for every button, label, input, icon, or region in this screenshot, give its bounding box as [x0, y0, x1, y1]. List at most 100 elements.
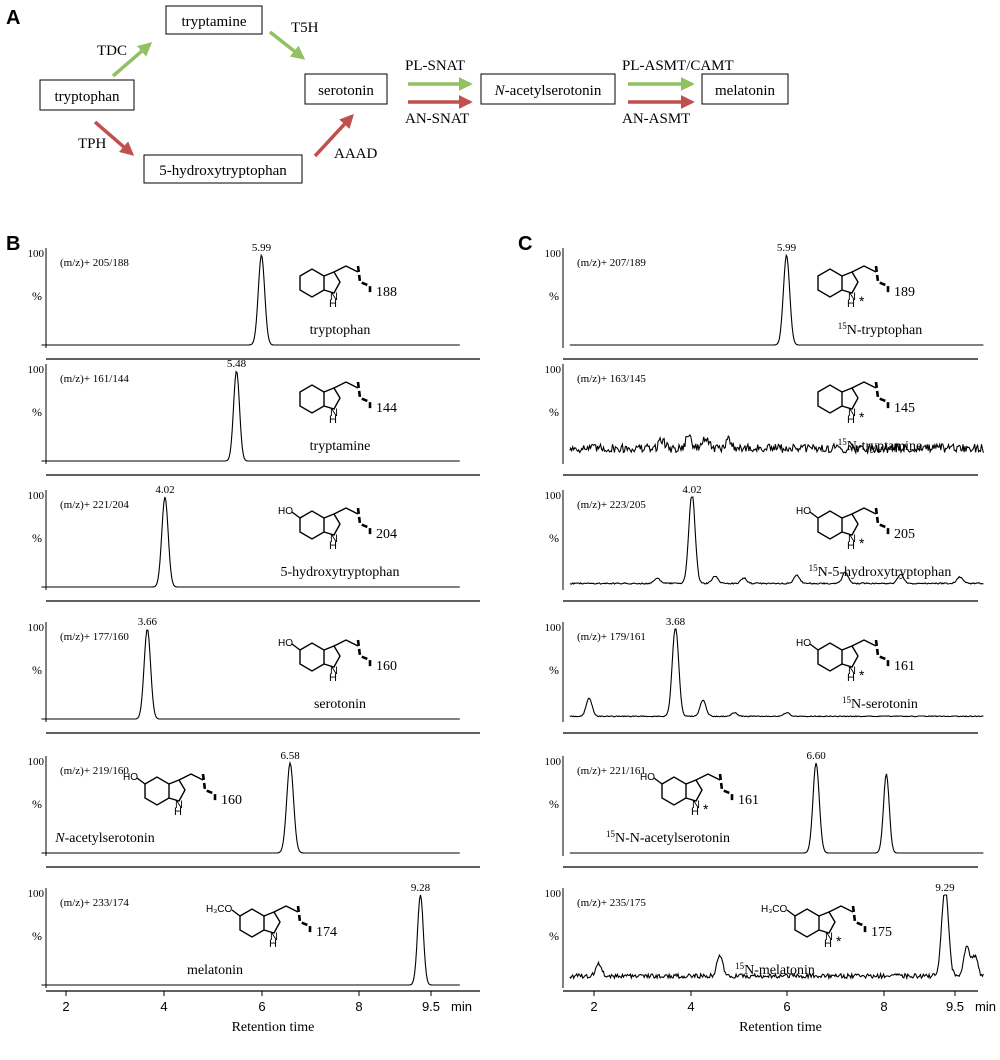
indole-nh-label: H — [174, 806, 182, 818]
compound-name-label: serotonin — [314, 697, 366, 712]
x-tick-label: 6 — [783, 999, 790, 1014]
node-box-tryptamine — [165, 5, 263, 35]
fragment-cut-line — [356, 507, 372, 536]
mrm-transition-label: (m/z)+ 161/144 — [60, 373, 129, 385]
isotope-star-icon: * — [859, 293, 865, 309]
x-tick-label: 2 — [62, 999, 69, 1014]
peak-time-label: 5.99 — [252, 242, 272, 254]
biosynthesis-pathway: tryptophan tryptamine 5-hydroxytryptopha… — [39, 5, 789, 184]
indole-nh-label: H — [824, 938, 832, 950]
indole-nh-label: N — [330, 665, 338, 677]
substituent-label: HO — [796, 506, 811, 517]
arrow-tph — [93, 120, 135, 156]
chromatogram-row: 100%(m/z)+ 221/1616.60HN*HO16115N-N-acet… — [545, 750, 984, 868]
substituent-label: HO — [278, 506, 293, 517]
fragment-cut-line — [874, 639, 890, 668]
compound-name-label: N-acetylserotonin — [54, 831, 155, 846]
y-tick-100: 100 — [28, 756, 45, 768]
y-axis-percent-label: % — [32, 663, 42, 677]
fragment-mass-label: 161 — [894, 659, 915, 674]
chromatogram-trace — [569, 433, 984, 456]
peak-time-label: 3.66 — [138, 616, 158, 628]
panel-label-c: C — [518, 233, 532, 255]
indole-nh-label: N — [848, 407, 856, 419]
indole-nh-label: N — [692, 799, 700, 811]
enzyme-tdc: TDC — [97, 43, 127, 59]
peak-time-label: 9.29 — [935, 882, 955, 894]
isotope-star-icon: * — [859, 535, 865, 551]
indole-nh-label: N — [330, 291, 338, 303]
fragment-mass-label: 144 — [376, 401, 397, 416]
peak-time-label: 6.58 — [281, 750, 301, 762]
chromatogram-row: 100%(m/z)+ 179/1613.68HN*HO16115N-seroto… — [545, 616, 984, 734]
indole-nh-label: H — [329, 414, 337, 426]
indole-nh-label: N — [848, 533, 856, 545]
fragment-mass-label: 189 — [894, 285, 915, 300]
y-tick-100: 100 — [545, 248, 562, 260]
peak-time-label: 3.68 — [666, 616, 686, 628]
chromatogram-trace — [569, 496, 984, 585]
chromatogram-row: 100% (m/z)+ 219/160 6.58HNHO160N-acetylser… — [28, 750, 480, 868]
panel-label-b: B — [6, 233, 20, 255]
peak-time-label: 4.02 — [155, 484, 174, 496]
indole-nh-label: H — [847, 298, 855, 310]
indole-nh-label: H — [691, 806, 699, 818]
x-tick-label: 8 — [355, 999, 362, 1014]
fragment-cut-line — [356, 265, 372, 294]
indole-nh-label: H — [329, 540, 337, 552]
node-tryptamine: tryptamine — [182, 14, 247, 30]
y-tick-100: 100 — [28, 364, 45, 376]
substituent-label: H₃CO — [206, 904, 233, 915]
compound-name-label: 15N-melatonin — [735, 961, 815, 978]
chromatogram-row: 100%(m/z)+ 221/2044.02HNHO2045-hydroxytr… — [28, 484, 480, 602]
indole-nh-label: H — [329, 672, 337, 684]
node-serotonin: serotonin — [318, 83, 374, 99]
chromatogram-trace — [41, 894, 460, 986]
fragment-mass-label: 174 — [316, 925, 337, 940]
node-tryptophan: tryptophan — [55, 89, 120, 105]
mrm-transition-label: (m/z)+ 219/160 — [60, 765, 129, 777]
fragment-mass-label: 161 — [738, 793, 759, 808]
y-tick-100: 100 — [545, 756, 562, 768]
arrow-aaad — [313, 113, 354, 158]
x-axis-unit: min — [975, 999, 996, 1014]
node-n-acetylserotonin: N-acetylserotonin — [494, 83, 602, 99]
fragment-mass-label: 188 — [376, 285, 397, 300]
y-tick-100: 100 — [28, 622, 45, 634]
molecule-structure-icon: HN*189 — [817, 265, 915, 310]
substituent-label: H₃CO — [761, 904, 788, 915]
y-tick-100: 100 — [28, 490, 45, 502]
fragment-mass-label: 160 — [221, 793, 242, 808]
y-axis-percent-label: % — [32, 797, 42, 811]
mrm-transition-label: (m/z)+ 221/161 — [577, 765, 646, 777]
chromatogram-row: 100%(m/z)+ 223/2054.02HN*HO20515N-5-hydr… — [545, 484, 984, 602]
x-tick-label: 9.5 — [422, 999, 440, 1014]
fragment-cut-line — [851, 905, 867, 934]
substituent-label: HO — [640, 772, 655, 783]
fragment-mass-label: 160 — [376, 659, 397, 674]
fragment-mass-label: 175 — [871, 925, 892, 940]
isotope-star-icon: * — [836, 933, 842, 949]
x-tick-label: 4 — [687, 999, 694, 1014]
indole-nh-label: H — [269, 938, 277, 950]
node-box-n-acetylserotonin — [480, 73, 616, 105]
mrm-transition-label: (m/z)+ 233/174 — [60, 897, 129, 909]
indole-nh-label: H — [329, 298, 337, 310]
chromatogram-row: 100%(m/z)+ 207/1895.99HN*18915N-tryptoph… — [545, 242, 984, 360]
node-box-melatonin — [701, 73, 789, 105]
mrm-transition-label: (m/z)+ 207/189 — [577, 257, 646, 269]
chromatogram-trace — [41, 370, 460, 462]
isotope-star-icon: * — [859, 409, 865, 425]
chromatogram-trace — [569, 762, 984, 854]
y-tick-100: 100 — [28, 248, 45, 260]
